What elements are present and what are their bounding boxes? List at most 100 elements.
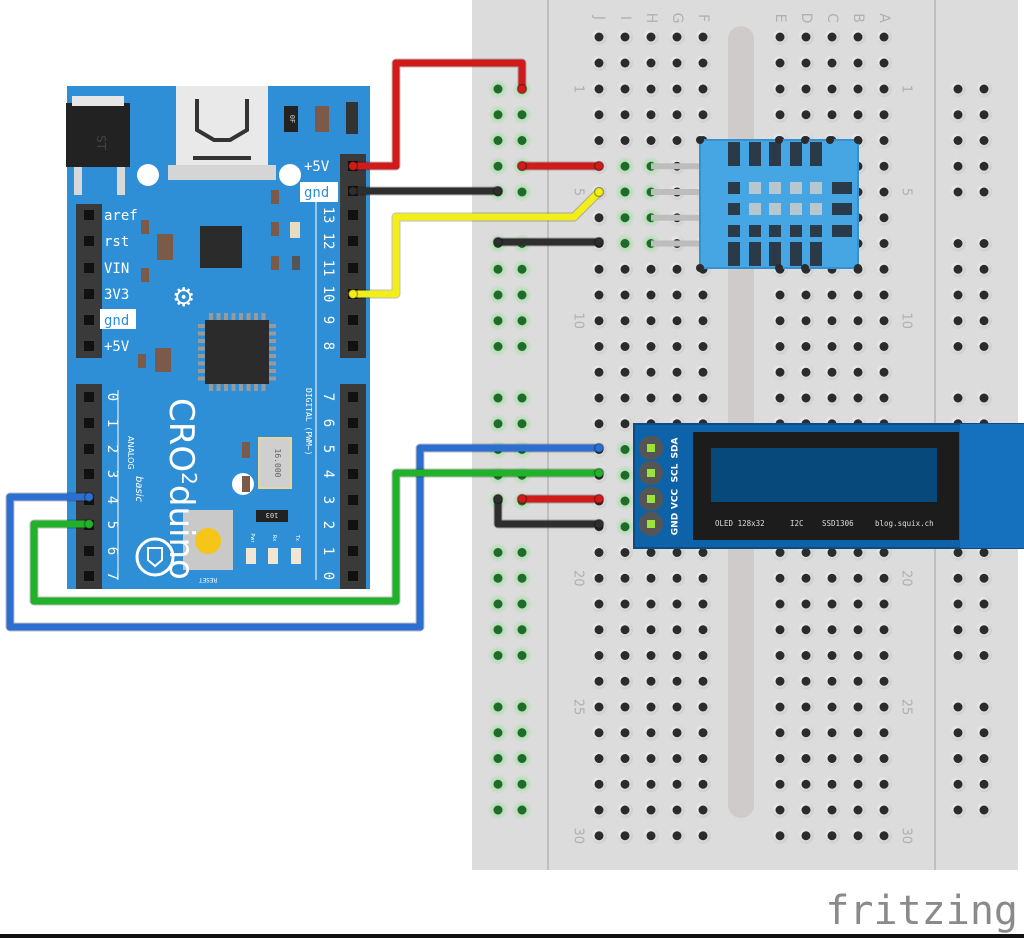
breadboard-hole[interactable] bbox=[801, 779, 811, 789]
breadboard-hole[interactable] bbox=[672, 290, 682, 300]
breadboard-hole[interactable] bbox=[953, 573, 963, 583]
breadboard-hole[interactable] bbox=[801, 548, 811, 557]
breadboard-hole[interactable] bbox=[775, 393, 785, 403]
breadboard-hole[interactable] bbox=[594, 342, 604, 351]
breadboard-hole[interactable] bbox=[775, 58, 785, 68]
breadboard-hole-connected[interactable] bbox=[517, 651, 527, 660]
breadboard-hole-connected[interactable] bbox=[493, 316, 503, 326]
breadboard-hole-connected[interactable] bbox=[620, 496, 630, 506]
header-pin[interactable] bbox=[84, 210, 94, 220]
breadboard-hole[interactable] bbox=[620, 702, 630, 712]
breadboard-hole[interactable] bbox=[953, 754, 963, 763]
breadboard-hole-connected[interactable] bbox=[493, 393, 503, 403]
header-pin[interactable] bbox=[348, 418, 358, 428]
breadboard-hole[interactable] bbox=[698, 676, 708, 686]
wire-bend-point[interactable] bbox=[6, 623, 14, 631]
breadboard-hole[interactable] bbox=[953, 187, 963, 197]
breadboard-hole[interactable] bbox=[827, 548, 837, 557]
breadboard-hole[interactable] bbox=[620, 342, 630, 351]
breadboard-hole[interactable] bbox=[879, 213, 889, 223]
breadboard-hole-connected[interactable] bbox=[493, 84, 503, 94]
breadboard-hole[interactable] bbox=[646, 831, 656, 841]
breadboard-hole[interactable] bbox=[853, 84, 863, 94]
breadboard-hole[interactable] bbox=[979, 239, 989, 248]
breadboard-hole[interactable] bbox=[594, 213, 604, 223]
breadboard-hole[interactable] bbox=[801, 702, 811, 712]
breadboard-hole-connected[interactable] bbox=[517, 599, 527, 609]
breadboard-hole[interactable] bbox=[775, 599, 785, 609]
breadboard-hole[interactable] bbox=[672, 805, 682, 815]
wire-bend-point[interactable] bbox=[416, 623, 424, 631]
breadboard-hole[interactable] bbox=[594, 728, 604, 738]
breadboard-hole-connected[interactable] bbox=[493, 728, 503, 738]
breadboard-hole[interactable] bbox=[620, 110, 630, 120]
breadboard-hole[interactable] bbox=[879, 805, 889, 815]
breadboard-hole[interactable] bbox=[698, 110, 708, 120]
breadboard-hole[interactable] bbox=[979, 136, 989, 145]
breadboard-hole[interactable] bbox=[953, 779, 963, 789]
breadboard-hole[interactable] bbox=[620, 805, 630, 815]
wire-bend-point[interactable] bbox=[518, 59, 526, 67]
breadboard-hole[interactable] bbox=[594, 625, 604, 635]
breadboard-hole[interactable] bbox=[879, 264, 889, 274]
breadboard-hole[interactable] bbox=[853, 676, 863, 686]
breadboard-hole[interactable] bbox=[594, 32, 604, 42]
breadboard-hole[interactable] bbox=[879, 290, 889, 300]
header-pin[interactable] bbox=[348, 444, 358, 454]
breadboard-hole[interactable] bbox=[953, 702, 963, 712]
breadboard-hole[interactable] bbox=[620, 264, 630, 274]
wire-endpoint[interactable] bbox=[593, 467, 605, 479]
breadboard-hole[interactable] bbox=[646, 651, 656, 660]
breadboard-hole[interactable] bbox=[953, 805, 963, 815]
breadboard-hole-connected[interactable] bbox=[517, 728, 527, 738]
breadboard-hole[interactable] bbox=[620, 548, 630, 557]
wire-bend-point[interactable] bbox=[392, 597, 400, 605]
breadboard-hole[interactable] bbox=[775, 84, 785, 94]
breadboard-hole[interactable] bbox=[594, 573, 604, 583]
header-pin[interactable] bbox=[84, 263, 94, 273]
breadboard-hole[interactable] bbox=[775, 316, 785, 326]
breadboard-hole[interactable] bbox=[646, 625, 656, 635]
wire-bend-point[interactable] bbox=[30, 520, 38, 528]
breadboard-hole[interactable] bbox=[979, 548, 989, 557]
breadboard-hole[interactable] bbox=[698, 290, 708, 300]
wire-endpoint[interactable] bbox=[83, 518, 95, 530]
breadboard-hole[interactable] bbox=[801, 110, 811, 120]
header-pin[interactable] bbox=[84, 236, 94, 246]
breadboard-hole[interactable] bbox=[827, 573, 837, 583]
breadboard-hole[interactable] bbox=[698, 625, 708, 635]
breadboard-hole[interactable] bbox=[853, 754, 863, 763]
breadboard-hole[interactable] bbox=[775, 754, 785, 763]
breadboard-hole-connected[interactable] bbox=[493, 754, 503, 763]
wire-bend-point[interactable] bbox=[392, 469, 400, 477]
breadboard-hole[interactable] bbox=[646, 599, 656, 609]
wire-bend-point[interactable] bbox=[570, 213, 578, 221]
breadboard-hole[interactable] bbox=[853, 290, 863, 300]
header-pin[interactable] bbox=[84, 315, 94, 325]
breadboard-hole[interactable] bbox=[853, 58, 863, 68]
breadboard-hole[interactable] bbox=[672, 393, 682, 403]
breadboard-hole[interactable] bbox=[879, 573, 889, 583]
breadboard-hole[interactable] bbox=[827, 779, 837, 789]
breadboard-hole[interactable] bbox=[827, 342, 837, 351]
oled-pin[interactable] bbox=[647, 495, 655, 503]
breadboard-hole[interactable] bbox=[775, 110, 785, 120]
breadboard-hole[interactable] bbox=[879, 58, 889, 68]
breadboard-hole[interactable] bbox=[801, 599, 811, 609]
breadboard-hole[interactable] bbox=[620, 651, 630, 660]
breadboard-hole[interactable] bbox=[698, 651, 708, 660]
header-pin[interactable] bbox=[348, 546, 358, 556]
breadboard-hole[interactable] bbox=[672, 316, 682, 326]
breadboard-hole[interactable] bbox=[979, 702, 989, 712]
breadboard-hole[interactable] bbox=[646, 779, 656, 789]
breadboard-hole[interactable] bbox=[672, 651, 682, 660]
breadboard-hole[interactable] bbox=[801, 805, 811, 815]
breadboard-hole[interactable] bbox=[594, 805, 604, 815]
breadboard-hole[interactable] bbox=[672, 625, 682, 635]
wire-bend-point[interactable] bbox=[392, 59, 400, 67]
breadboard-hole-connected[interactable] bbox=[517, 187, 527, 197]
header-pin[interactable] bbox=[348, 392, 358, 402]
breadboard-hole[interactable] bbox=[775, 651, 785, 660]
breadboard-hole[interactable] bbox=[698, 32, 708, 42]
